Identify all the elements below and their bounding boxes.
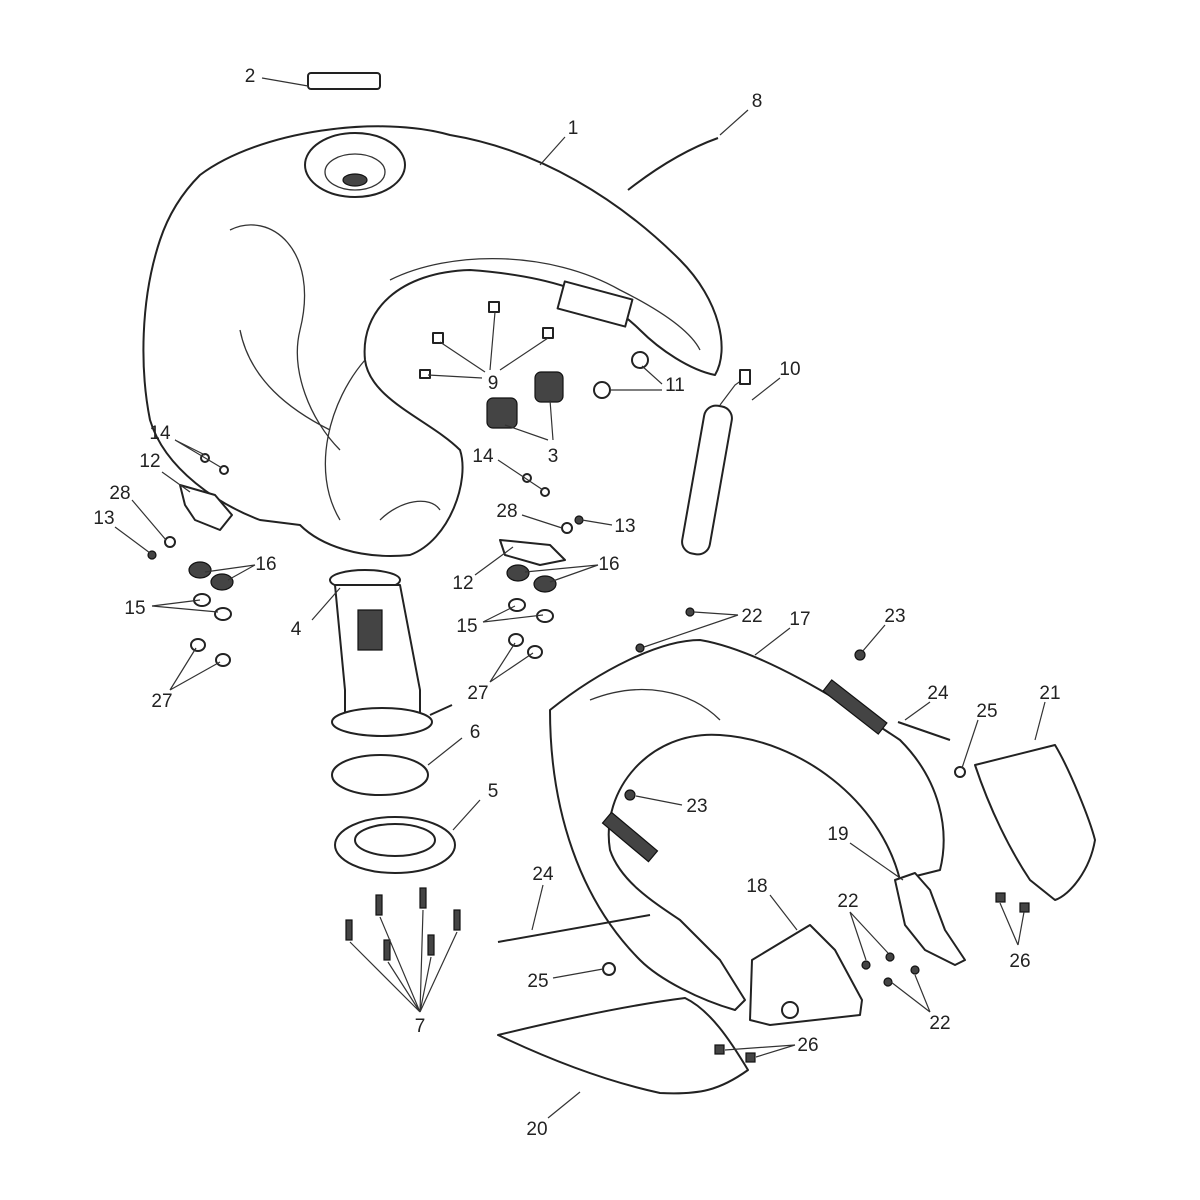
callout-14: 14 [472,446,494,467]
callout-28: 28 [496,501,517,522]
clips [419,301,554,379]
callout-21: 21 [1039,683,1060,704]
callout-23: 23 [884,606,905,627]
callout-24: 24 [927,683,949,704]
callout-8: 8 [752,91,763,112]
callout-3: 3 [548,446,559,467]
callout-17: 17 [789,609,810,630]
bracket-left [179,484,233,531]
callout-20: 20 [526,1119,547,1140]
callout-15: 15 [456,616,477,637]
leader-lines [114,77,1046,1119]
callout-15: 15 [124,598,145,619]
rubber-strip [627,137,719,191]
callout-16: 16 [598,554,619,575]
callout-12: 12 [452,573,473,594]
callout-12: 12 [139,451,160,472]
screws [345,887,461,961]
callout-19: 19 [827,824,848,845]
cover-plate [749,924,863,1026]
callout-1: 1 [568,118,579,139]
callout-4: 4 [291,619,302,640]
callout-22: 22 [837,891,858,912]
callout-23: 23 [686,796,707,817]
callout-26: 26 [797,1035,818,1056]
filler-cap-seal [307,72,381,90]
o-ring [331,754,429,796]
callout-13: 13 [93,508,114,529]
lock-ring [334,816,456,874]
callout-28: 28 [109,483,130,504]
rubber-mounts [486,371,564,429]
callout-18: 18 [746,876,767,897]
callout-27: 27 [151,691,172,712]
callout-6: 6 [470,722,481,743]
callout-25: 25 [976,701,997,722]
side-panel-assembly [549,639,945,1011]
callout-labels: 1 2 8 9 10 11 3 14 12 28 13 16 15 27 4 1… [93,66,1060,1140]
fuel-tank [142,125,723,557]
callout-5: 5 [488,781,499,802]
callout-26: 26 [1009,951,1030,972]
callout-24: 24 [532,864,554,885]
callout-13: 13 [614,516,635,537]
bracket-right [499,539,566,566]
fuel-level-sensor [681,369,751,556]
callout-2: 2 [245,66,256,87]
lower-panel [497,997,749,1095]
callout-9: 9 [488,373,499,394]
callout-27: 27 [467,683,488,704]
callout-14: 14 [149,423,171,444]
rear-panel [974,744,1096,901]
callout-16: 16 [255,554,276,575]
callout-7: 7 [415,1016,426,1037]
fuel-pump [329,569,453,737]
callout-22: 22 [929,1013,950,1034]
callout-11: 11 [665,375,685,396]
callout-25: 25 [527,971,548,992]
callout-10: 10 [779,359,800,380]
callout-22: 22 [741,606,762,627]
mounting-bracket [894,872,966,966]
